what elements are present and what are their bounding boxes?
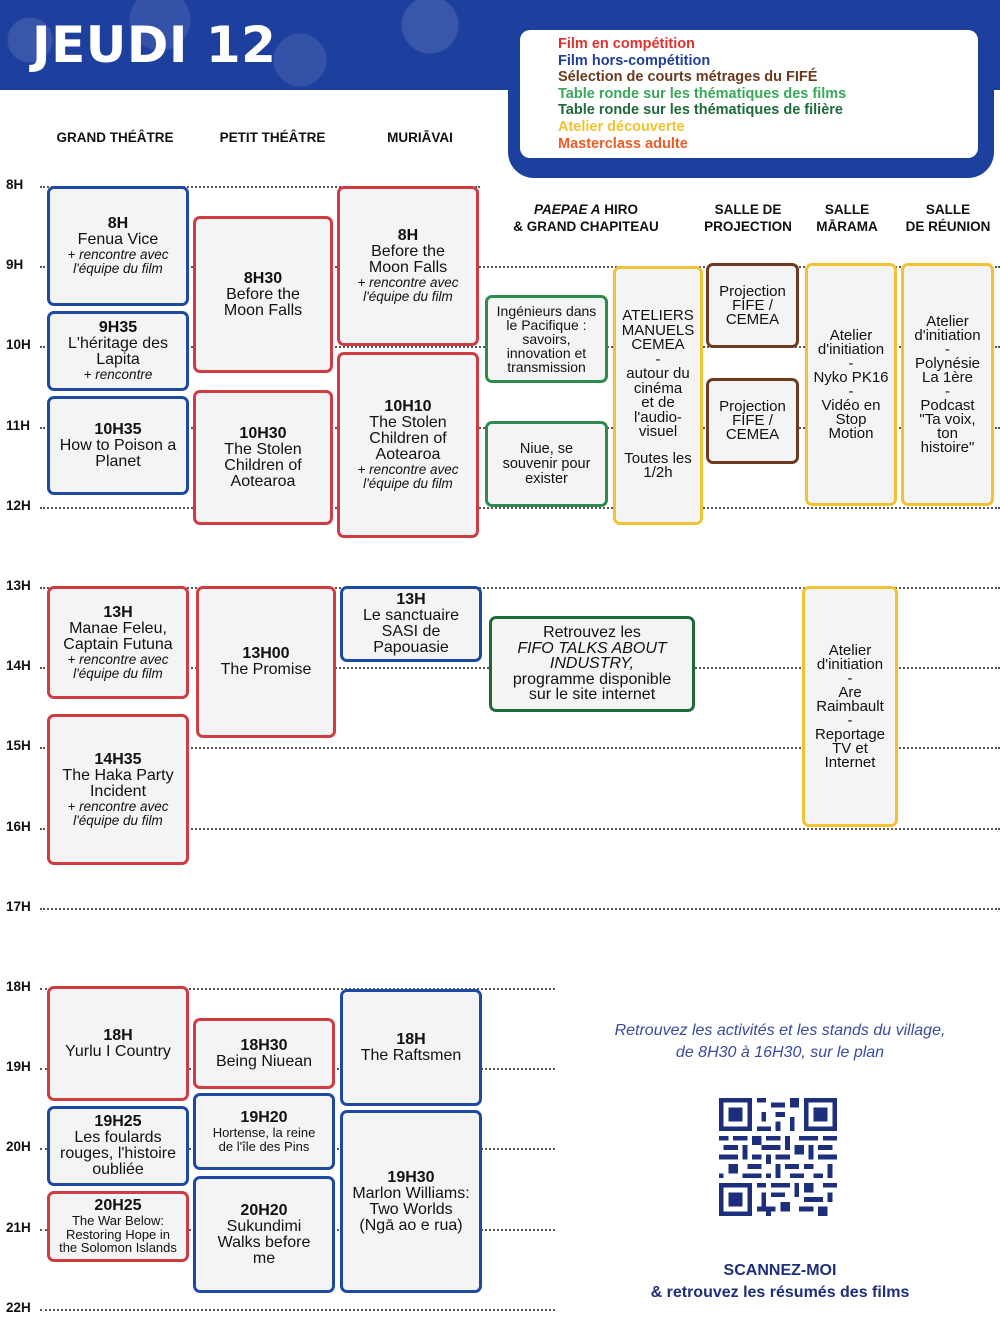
event-fenua-vice[interactable]: 8H Fenua Vice + rencontre avec l'équipe … xyxy=(47,186,189,306)
event-niue-souvenir[interactable]: Niue, se souvenir pour exister xyxy=(485,421,608,507)
venue-muriavai: MURIĀVAI xyxy=(387,130,453,145)
event-haka-party[interactable]: 14H35 The Haka Party Incident + rencontr… xyxy=(47,714,189,865)
hour-gridline xyxy=(40,186,480,188)
hour-label: 8H xyxy=(6,177,24,192)
village-note: Retrouvez les activités et les stands du… xyxy=(614,1022,946,1061)
hour-label: 16H xyxy=(6,819,31,834)
hour-gridline xyxy=(40,507,1000,509)
event-being-niuean[interactable]: 18H30 Being Niuean xyxy=(193,1018,335,1089)
event-ateliers-manuels[interactable]: ATELIERS MANUELS CEMEA - autour du ciném… xyxy=(613,266,703,525)
hour-gridline xyxy=(40,1309,555,1311)
hour-gridline xyxy=(40,266,1000,268)
hour-label: 15H xyxy=(6,738,31,753)
hour-gridline xyxy=(40,908,1000,910)
legend: Film en compétition Film hors-compétitio… xyxy=(520,30,978,158)
hour-label: 17H xyxy=(6,899,31,914)
event-pt-before-moon-falls[interactable]: 8H30 Before the Moon Falls xyxy=(193,216,333,373)
hour-label: 21H xyxy=(6,1220,31,1235)
event-how-to-poison[interactable]: 10H35 How to Poison a Planet xyxy=(47,396,189,495)
event-pt-stolen-children[interactable]: 10H30 The Stolen Children of Aotearoa xyxy=(193,390,333,525)
venue-paepae: PAEPAE A HIRO & GRAND CHAPITEAU xyxy=(513,202,659,234)
legend-item-hors-competition: Film hors-compétition xyxy=(558,52,711,69)
legend-item-masterclass: Masterclass adulte xyxy=(558,135,688,152)
event-sanctuaire-sasi[interactable]: 13H Le sanctuaire SASI de Papouasie xyxy=(340,586,482,662)
hour-label: 12H xyxy=(6,498,31,513)
hour-label: 13H xyxy=(6,578,31,593)
event-projection-fife-1[interactable]: Projection FIFE / CEMEA xyxy=(706,263,799,348)
event-raftsmen[interactable]: 18H The Raftsmen xyxy=(340,989,482,1106)
event-atelier-nyko[interactable]: Atelier d'initiation - Nyko PK16 - Vidéo… xyxy=(805,263,897,506)
event-mu-before-moon-falls[interactable]: 8H Before the Moon Falls + rencontre ave… xyxy=(337,186,479,346)
hour-gridline xyxy=(40,988,555,990)
hour-label: 19H xyxy=(6,1059,31,1074)
event-marlon-williams[interactable]: 19H30 Marlon Williams: Two Worlds (Ngā a… xyxy=(340,1110,482,1293)
venue-grand-theatre: GRAND THÉÂTRE xyxy=(56,130,174,145)
qr-code-icon[interactable] xyxy=(717,1098,839,1216)
event-fifo-talks[interactable]: Retrouvez les FIFO TALKS ABOUT INDUSTRY,… xyxy=(489,616,695,712)
event-ingenieurs-pacifique[interactable]: Ingénieurs dans le Pacifique : savoirs, … xyxy=(485,295,608,383)
event-the-promise[interactable]: 13H00 The Promise xyxy=(196,586,336,738)
hour-label: 22H xyxy=(6,1300,31,1315)
hour-label: 20H xyxy=(6,1139,31,1154)
hour-label: 10H xyxy=(6,337,31,352)
legend-item-competition: Film en compétition xyxy=(558,36,695,52)
legend-item-courts-metrages: Sélection de courts métrages du FIFÉ xyxy=(558,69,818,86)
legend-item-table-ronde-filiere: Table ronde sur les thématiques de filiè… xyxy=(558,102,843,119)
event-manae-feleu[interactable]: 13H Manae Feleu, Captain Futuna + rencon… xyxy=(47,586,189,699)
hour-gridline xyxy=(40,828,1000,830)
legend-item-table-ronde-films: Table ronde sur les thématiques des film… xyxy=(558,85,847,102)
event-mu-stolen-children[interactable]: 10H10 The Stolen Children of Aotearoa + … xyxy=(337,352,479,538)
event-atelier-podcast[interactable]: Atelier d'initiation - Polynésie La 1ère… xyxy=(901,263,994,506)
event-atelier-are-raimbault[interactable]: Atelier d'initiation - Are Raimbault - R… xyxy=(802,586,898,827)
venue-petit-theatre: PETIT THÉÂTRE xyxy=(219,130,326,145)
legend-item-atelier: Atelier découverte xyxy=(558,118,685,135)
event-projection-fife-2[interactable]: Projection FIFE / CEMEA xyxy=(706,378,799,464)
event-sukundimi[interactable]: 20H20 Sukundimi Walks before me xyxy=(193,1176,335,1293)
hour-gridline xyxy=(40,747,1000,749)
scan-me: SCANNEZ-MOI & retrouvez les résumés des … xyxy=(650,1262,910,1301)
event-heritage-lapita[interactable]: 9H35 L'héritage des Lapita + rencontre xyxy=(47,311,189,391)
hour-label: 9H xyxy=(6,257,24,272)
hour-label: 14H xyxy=(6,658,31,673)
hour-label: 18H xyxy=(6,979,31,994)
event-war-below[interactable]: 20H25 The War Below: Restoring Hope in t… xyxy=(47,1191,189,1262)
event-hortense[interactable]: 19H20 Hortense, la reine de l'île des Pi… xyxy=(193,1093,335,1170)
hour-label: 11H xyxy=(6,418,31,433)
event-yurlu-country[interactable]: 18H Yurlu I Country xyxy=(47,986,189,1101)
hour-gridline xyxy=(40,587,1000,589)
day-title: JEUDI 12 xyxy=(32,16,277,74)
event-foulards-rouges[interactable]: 19H25 Les foulards rouges, l'histoire ou… xyxy=(47,1106,189,1186)
